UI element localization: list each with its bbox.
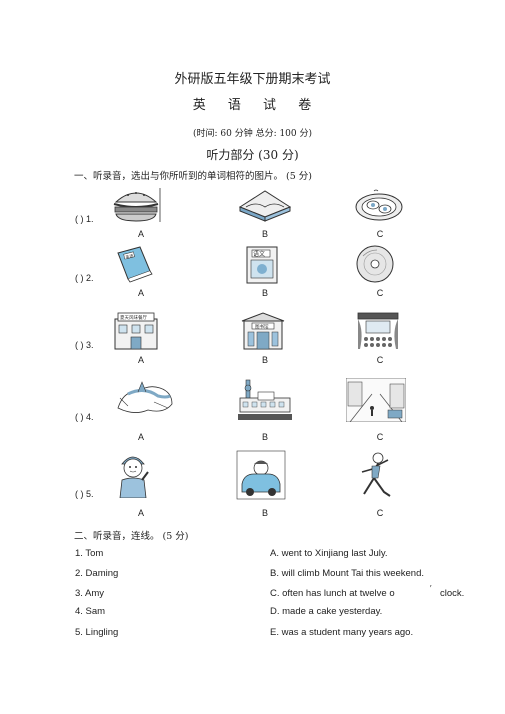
q3-option-c: C <box>376 355 384 365</box>
sandwich-icon <box>236 187 294 223</box>
question-4-label: ( ) 4. <box>75 412 94 422</box>
cd-icon <box>355 244 395 284</box>
match-right-d: D. made a cake yesterday. <box>270 606 383 617</box>
textbook-icon: 语文 <box>244 245 280 285</box>
q1-option-c: C <box>376 229 384 239</box>
library-sign-text: 图书馆 <box>255 323 269 330</box>
theatre-icon <box>356 311 400 351</box>
library-icon: 图书馆 <box>240 311 286 351</box>
question-1-label: ( ) 1. <box>75 214 94 224</box>
q2-option-a: A <box>137 288 144 298</box>
dancer-icon <box>354 450 394 502</box>
q1-option-b: B <box>261 229 268 239</box>
q4-option-c: C <box>376 432 384 442</box>
q4-option-b: B <box>261 432 268 442</box>
q3-option-b: B <box>261 355 268 365</box>
match-left-2: 2. Daming <box>75 568 119 579</box>
textbook-cover-text: 语文 <box>253 250 265 258</box>
match-left-3: 3. Amy <box>75 588 105 599</box>
q2-option-c: C <box>376 288 384 298</box>
boy-icon <box>116 450 150 498</box>
match-right-c-end: clock. <box>440 588 465 599</box>
question-3-label: ( ) 3. <box>75 340 94 350</box>
exam-meta: (时间: 60 分钟 总分: 100 分) <box>192 129 313 139</box>
q2-option-b: B <box>261 288 268 298</box>
match-right-c: C. often has lunch at twelve o <box>270 588 395 599</box>
match-left-1: 1. Tom <box>75 548 104 559</box>
part1-instruction: 一、听录音，选出与你所听到的单词相符的图片。 (5 分) <box>74 171 312 182</box>
q5-option-b: B <box>261 508 268 518</box>
q3-option-a: A <box>137 355 144 365</box>
city-icon <box>236 378 294 422</box>
page-subtitle: 英 语 试 卷 <box>192 98 321 113</box>
match-left-5: 5. Lingling <box>75 627 119 638</box>
burger-icon <box>110 186 162 224</box>
match-right-e: E. was a student many years ago. <box>270 627 414 638</box>
match-right-b: B. will climb Mount Tai this weekend. <box>270 568 424 579</box>
map-icon <box>114 378 176 418</box>
question-5-label: ( ) 5. <box>75 489 94 499</box>
restaurant-icon: 夏天风味餐厅 <box>113 311 159 351</box>
question-2-label: ( ) 2. <box>75 273 94 283</box>
book-cover-text: 英语 <box>125 252 134 260</box>
street-icon <box>346 378 406 422</box>
book-icon: 英语 <box>112 245 154 283</box>
q1-option-a: A <box>137 229 144 239</box>
page-title: 外研版五年级下册期末考试 <box>174 72 331 87</box>
q4-option-a: A <box>137 432 144 442</box>
listening-section-title: 听力部分 (30 分) <box>206 148 299 162</box>
match-left-4: 4. Sam <box>75 606 106 617</box>
fried-eggs-icon <box>354 187 404 223</box>
driver-icon <box>236 450 286 500</box>
match-right-a: A. went to Xinjiang last July. <box>270 548 388 559</box>
apostrophe-mark: ′ <box>430 584 432 593</box>
part2-instruction: 二、听录音，连线。 (5 分) <box>74 531 189 542</box>
q5-option-a: A <box>137 508 144 518</box>
q5-option-c: C <box>376 508 384 518</box>
restaurant-sign-text: 夏天风味餐厅 <box>120 314 147 321</box>
